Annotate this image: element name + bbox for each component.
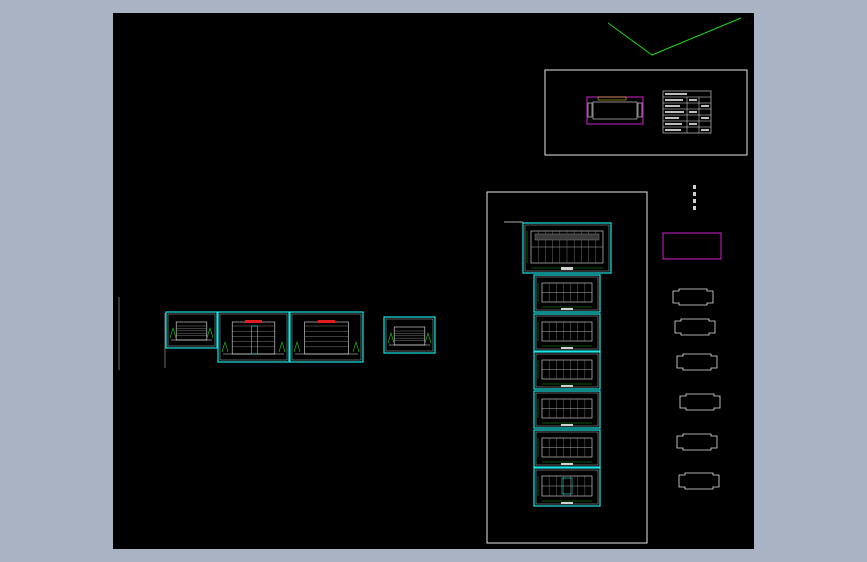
building-outline[interactable] xyxy=(676,353,718,371)
building-outline[interactable] xyxy=(679,393,721,411)
elevation-panel[interactable] xyxy=(383,316,436,354)
floor-plan-panel[interactable] xyxy=(533,313,601,352)
floor-plan-panel[interactable] xyxy=(533,390,601,429)
building-outline[interactable] xyxy=(672,288,714,306)
side-outlines-group xyxy=(672,288,721,490)
floor-plan-panel[interactable] xyxy=(533,467,601,507)
building-outline[interactable] xyxy=(678,472,720,490)
floor-plans-group xyxy=(522,222,612,507)
plan-sheet-frame[interactable] xyxy=(486,191,648,544)
building-outline[interactable] xyxy=(674,318,716,336)
floor-plan-panel[interactable] xyxy=(533,274,601,313)
elevation-panel[interactable] xyxy=(165,311,218,349)
building-outline[interactable] xyxy=(676,433,718,451)
cad-drawing-viewport[interactable] xyxy=(113,13,754,549)
legend-box[interactable] xyxy=(544,69,748,156)
floor-plan-panel[interactable] xyxy=(522,222,612,274)
cad-drawing-canvas[interactable] xyxy=(113,13,754,549)
elevation-panel[interactable] xyxy=(289,311,364,363)
green-polyline xyxy=(607,17,742,56)
magenta-frame[interactable] xyxy=(662,232,722,260)
vertical-annotation xyxy=(693,185,696,210)
elevations-group xyxy=(165,311,436,363)
floor-plan-panel[interactable] xyxy=(533,351,601,390)
floor-plan-panel[interactable] xyxy=(533,429,601,468)
elevation-panel[interactable] xyxy=(217,311,290,363)
legend-table xyxy=(662,90,712,134)
